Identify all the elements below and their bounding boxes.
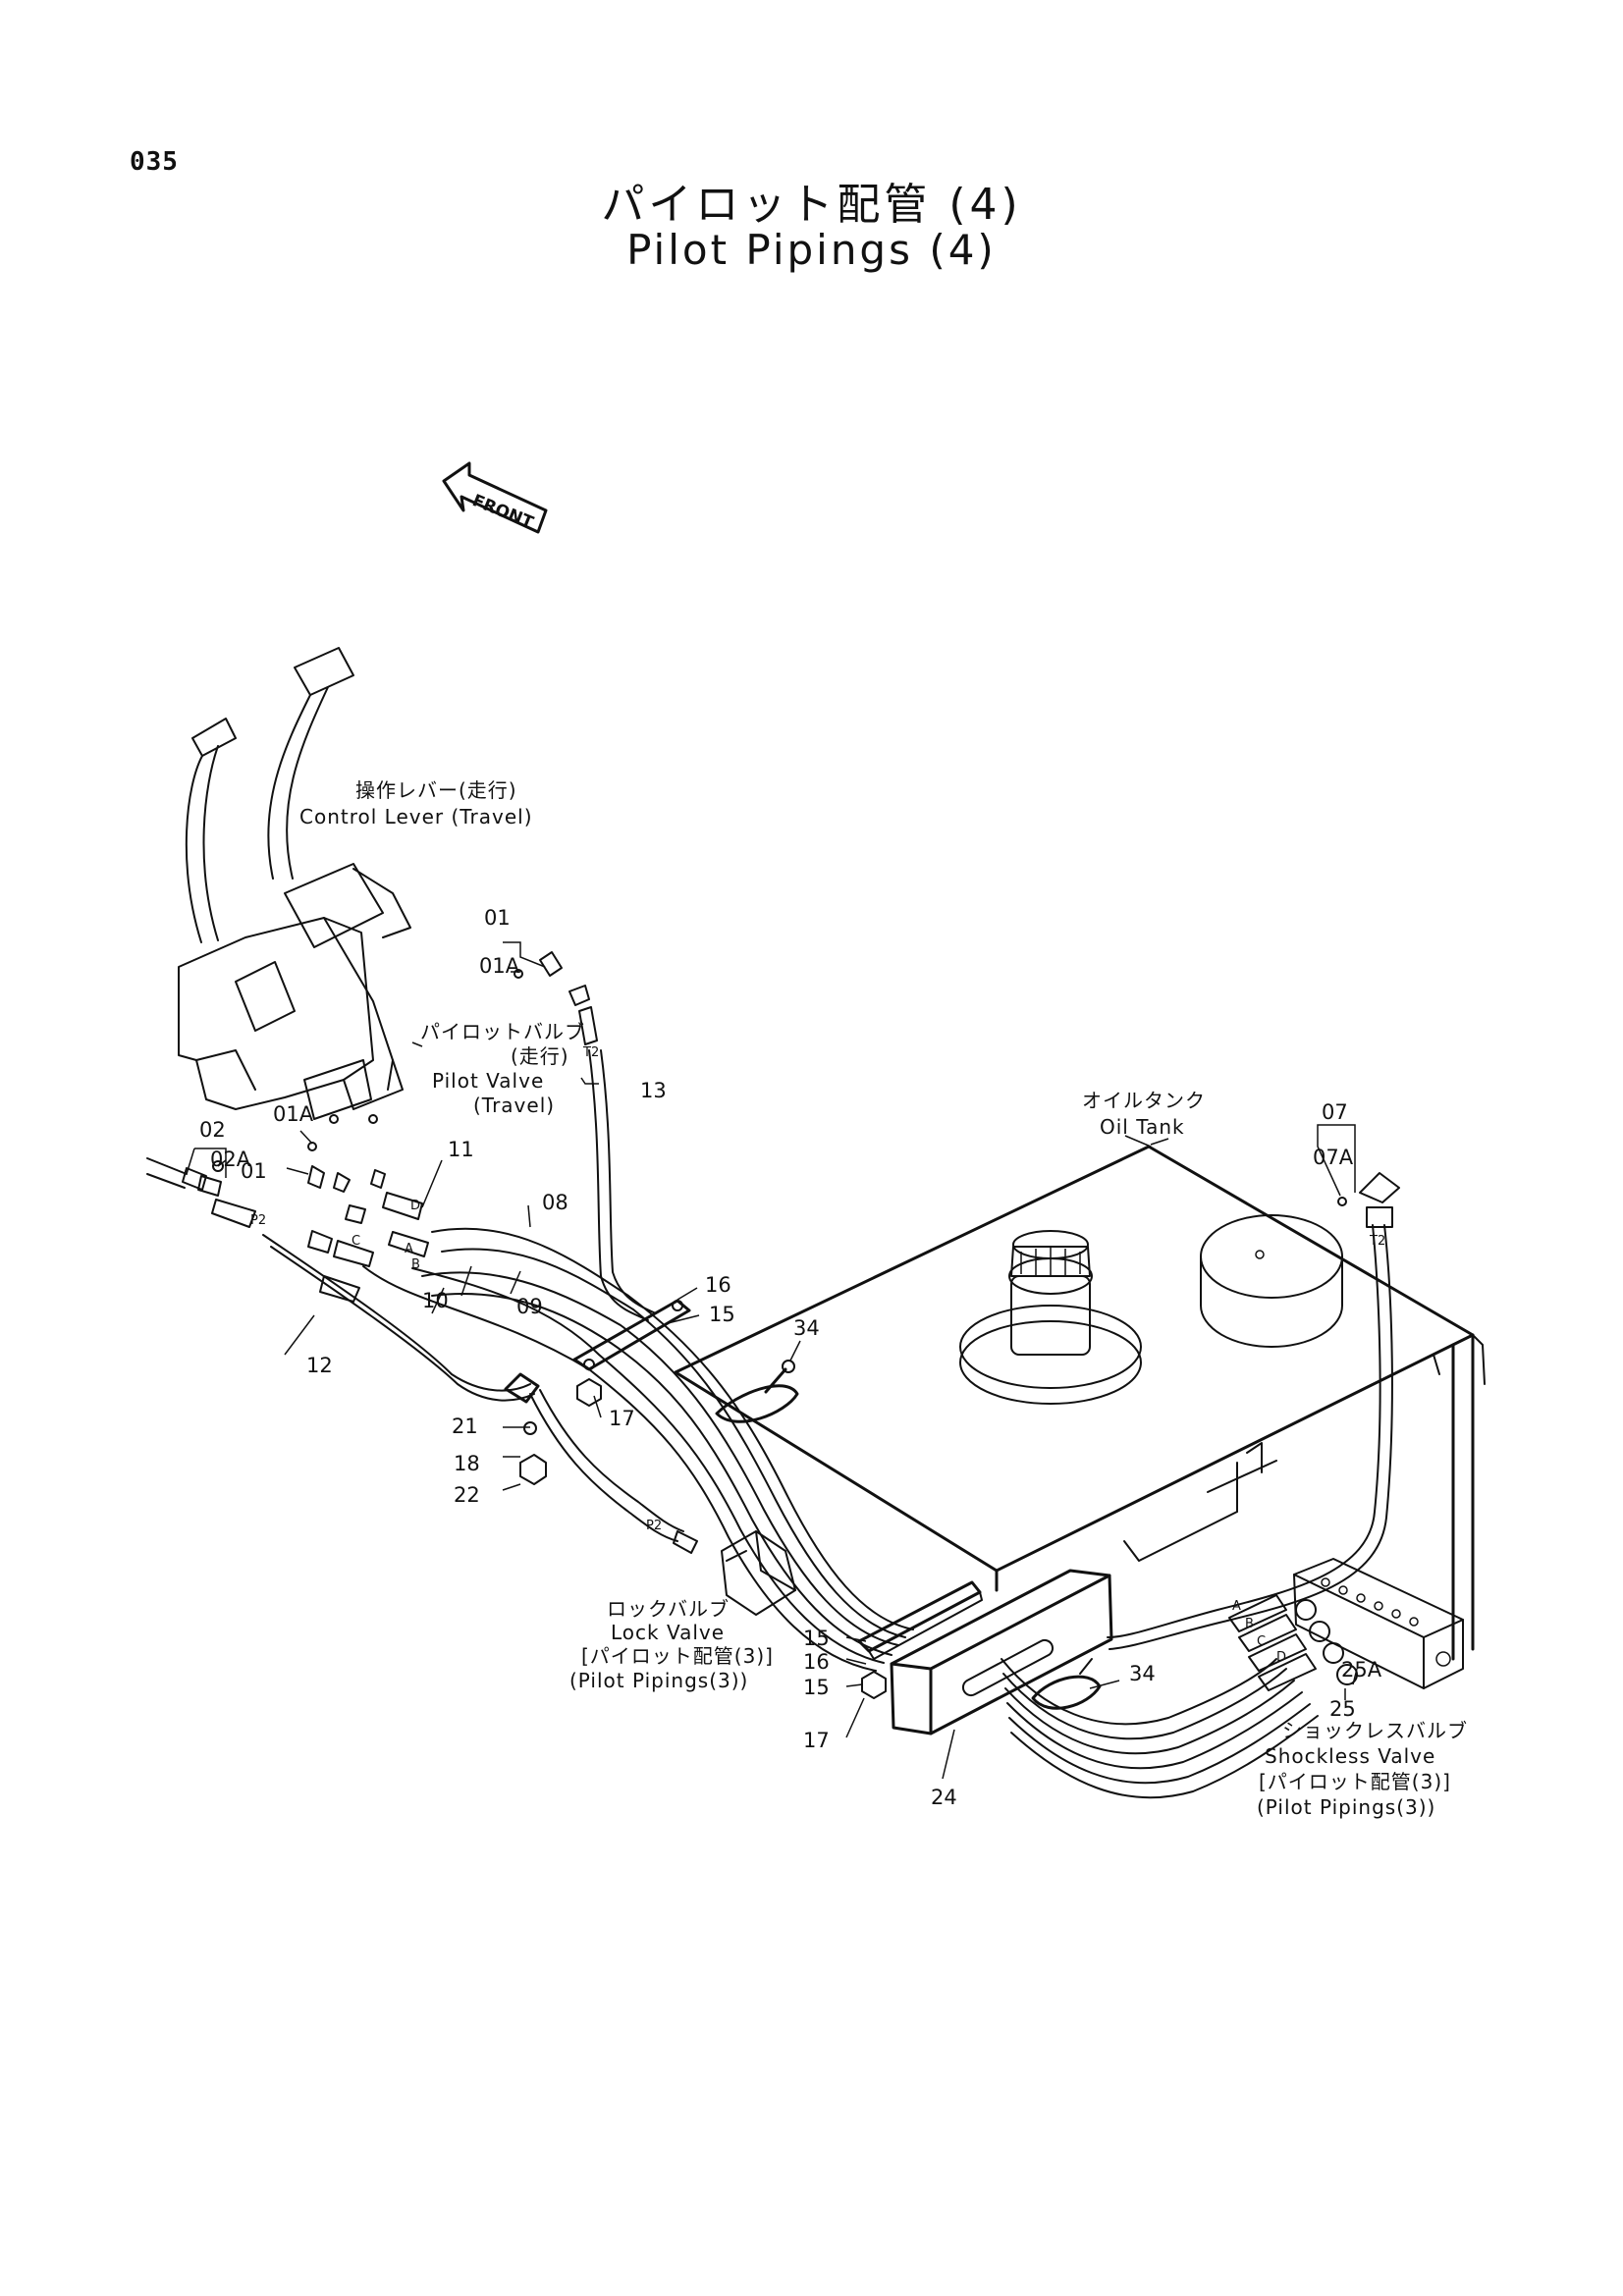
part-number-22: 22 [454,1483,480,1507]
part-number-25a: 25A [1341,1658,1382,1682]
control-lever-drawing [178,647,411,1120]
title-japanese: パイロット配管 (4) [601,180,1022,230]
lower-clamp-drawing [857,1580,983,1699]
shockless-valve-ref-jp: [パイロット配管(3)] [1259,1770,1451,1793]
port-p2-left: P2 [250,1213,266,1228]
port-b-right: B [1245,1617,1254,1631]
part-number-15-lower-a: 15 [803,1627,830,1650]
port-b-left: B [411,1257,420,1272]
shockless-valve-ref-en: (Pilot Pipings(3)) [1257,1795,1435,1819]
upper-clamp-drawing [572,1299,691,1407]
title-english: Pilot Pipings (4) [626,226,997,274]
part-number-01a-top: 01A [479,954,520,978]
port-d-left: D [410,1199,420,1213]
port-d-right: D [1276,1650,1286,1665]
lock-valve-ref-en: (Pilot Pipings(3)) [569,1669,748,1692]
part-number-08: 08 [542,1191,568,1214]
pilot-valve-label-en2: (Travel) [473,1094,555,1117]
part-number-13: 13 [640,1079,667,1102]
hose-bundle [362,1049,914,1672]
lock-valve-label-jp: ロックバルブ [607,1597,730,1621]
part-number-16-lower: 16 [803,1650,830,1674]
part-number-01-top: 01 [484,906,511,930]
part-number-21: 21 [452,1415,478,1438]
part-number-07a: 07A [1313,1146,1354,1169]
port-a-right: A [1232,1599,1241,1614]
port-a-left: A [405,1242,413,1256]
bracket-drawing [890,1569,1113,1735]
front-label: FRONT [469,491,536,533]
pilot-valve-label-en1: Pilot Valve [432,1069,544,1093]
port-c-left: C [352,1234,360,1249]
part-number-16-upper: 16 [705,1273,731,1297]
port-t2-tank: T2 [1369,1234,1385,1249]
lock-valve-ref-jp: [パイロット配管(3)] [581,1644,774,1668]
part-number-09: 09 [516,1295,543,1318]
part-number-01a-left: 01A [273,1102,314,1126]
part-number-11: 11 [448,1138,474,1161]
shockless-valve-label-en: Shockless Valve [1265,1744,1435,1768]
oil-tank-label-en: Oil Tank [1100,1115,1185,1139]
shockless-hoses [1001,1594,1358,1799]
part-number-07: 07 [1322,1100,1348,1124]
leader-lines [186,941,1358,1780]
part-number-34-upper: 34 [793,1316,820,1340]
lock-valve-label-en: Lock Valve [611,1621,725,1644]
control-lever-label-en: Control Lever (Travel) [299,805,533,828]
pilot-valve-fittings [146,951,598,1303]
front-arrow-icon: FRONT [442,461,548,534]
control-lever-label-jp: 操作レバー(走行) [355,778,517,802]
part-number-34-lower: 34 [1129,1662,1156,1685]
part-number-17-lower: 17 [803,1729,830,1752]
part-number-18: 18 [454,1452,480,1475]
part-number-02: 02 [199,1118,226,1142]
tank-return-hose [1107,1172,1400,1650]
part-number-02a: 02A [210,1148,251,1171]
part-number-12: 12 [306,1354,333,1377]
part-number-17-upper: 17 [609,1407,635,1430]
port-c-right: C [1257,1634,1266,1649]
part-number-15-lower-b: 15 [803,1676,830,1699]
part-number-01-left: 01 [241,1159,267,1183]
port-p2-lower: P2 [646,1519,662,1533]
part-number-25: 25 [1329,1697,1356,1721]
page-number: 035 [130,147,179,177]
shockless-valve-block-drawing [1293,1558,1464,1689]
shockless-valve-label-jp: ショックレスバルブ [1282,1719,1468,1742]
pilot-valve-label-jp1: パイロットバルブ [420,1020,585,1043]
oil-tank-label-jp: オイルタンク [1082,1089,1206,1112]
part-number-24: 24 [931,1786,957,1809]
port-t2-top: T2 [582,1045,599,1060]
part-number-10: 10 [422,1289,449,1312]
oil-tank-drawing [674,1145,1486,1661]
pilot-valve-label-jp2: (走行) [511,1044,569,1068]
part-number-15-upper: 15 [709,1303,735,1326]
hose-12-and-lock-valve [262,1234,796,1616]
